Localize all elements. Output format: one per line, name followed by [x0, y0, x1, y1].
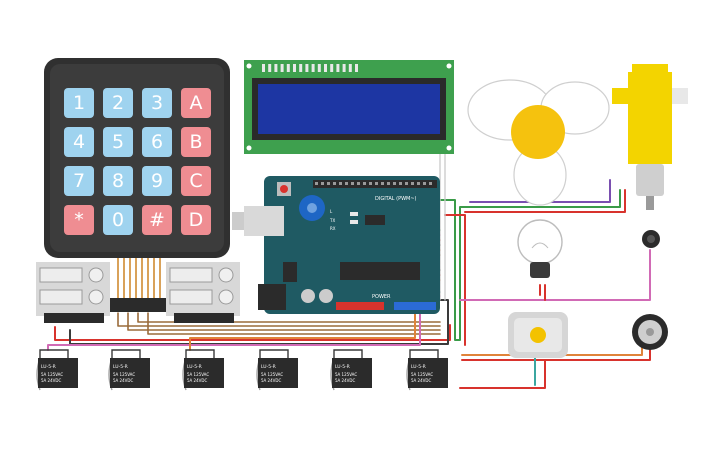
relay-rating-1: 5A 125VAC	[41, 372, 63, 377]
relay-rating-1: 5A 125VAC	[261, 372, 283, 377]
relay-rating-1: 5A 125VAC	[187, 372, 209, 377]
power-supply-right	[166, 262, 240, 323]
relay-rating-2: 5A 24VDC	[41, 378, 61, 383]
usb-port	[244, 206, 284, 236]
reset-button	[280, 185, 288, 193]
keypad-key-B: B	[181, 127, 211, 157]
keypad-key-label: B	[189, 131, 202, 153]
wire-pink-bulb	[459, 249, 651, 301]
lcd-display	[244, 60, 454, 154]
keypad-connector	[232, 212, 246, 230]
relay-model-label: LU-5-R	[113, 364, 128, 370]
keypad-key-5: 5	[103, 127, 133, 157]
tx-label: TX	[329, 218, 335, 223]
rx-label: RX	[330, 226, 336, 231]
atmega-chip	[340, 262, 420, 280]
keypad-key-label: 4	[73, 131, 85, 153]
dc-motor-shaft	[530, 327, 546, 343]
fan	[467, 79, 610, 206]
keypad-key-C: C	[181, 166, 211, 196]
keypad-key-label: *	[74, 209, 84, 231]
keypad-key-2: 2	[103, 88, 133, 118]
keypad-ribbon-header	[110, 298, 166, 312]
keypad-key-9: 9	[142, 166, 172, 196]
keypad-key-*: *	[64, 205, 94, 235]
relay-rating-2: 5A 24VDC	[113, 378, 133, 383]
keypad-key-#: #	[142, 205, 172, 235]
speaker	[632, 314, 668, 350]
keypad-key-1: 1	[64, 88, 94, 118]
relay-rating-2: 5A 24VDC	[335, 378, 355, 383]
keypad-key-A: A	[181, 88, 211, 118]
l-label: L	[330, 209, 333, 214]
power-label: POWER	[372, 294, 391, 300]
relay-rating-2: 5A 24VDC	[187, 378, 207, 383]
vibration-motor	[642, 230, 660, 248]
keypad-key-6: 6	[142, 127, 172, 157]
relay-model-label: LU-5-R	[335, 364, 350, 370]
power-jack	[258, 284, 286, 310]
relay-rating-1: 5A 125VAC	[335, 372, 357, 377]
relay-rating-1: 5A 125VAC	[411, 372, 433, 377]
wire-green-motor	[439, 189, 621, 341]
digital-label: DIGITAL (PWM~)	[375, 196, 417, 202]
relay-bus-red	[54, 324, 451, 341]
keypad-key-label: 5	[112, 131, 124, 153]
keypad-key-label: D	[189, 209, 204, 231]
fan-hub	[511, 105, 565, 159]
wire-red-speaker	[461, 349, 651, 361]
keypad-key-label: 6	[151, 131, 163, 153]
relay-model-label: LU-5-R	[411, 364, 426, 370]
keypad-key-D: D	[181, 205, 211, 235]
keypad-key-label: 9	[151, 170, 163, 192]
gear-motor	[612, 64, 688, 210]
keypad-key-label: 8	[112, 170, 124, 192]
relay-rating-2: 5A 24VDC	[261, 378, 281, 383]
keypad-key-label: C	[189, 170, 202, 192]
keypad-key-label: 0	[112, 209, 124, 231]
relay-model-label: LU-5-R	[187, 364, 202, 370]
keypad-key-7: 7	[64, 166, 94, 196]
keypad-key-label: A	[190, 92, 203, 114]
wire-purple-motor	[469, 179, 611, 203]
keypad-key-label: #	[149, 209, 165, 231]
dc-motor	[508, 312, 568, 358]
keypad-key-4: 4	[64, 127, 94, 157]
wire-red-motor	[444, 189, 626, 346]
relay-bus-pink	[47, 299, 421, 351]
light-bulb	[517, 219, 563, 278]
relay-model-label: LU-5-R	[41, 364, 56, 370]
power-supply-left	[36, 262, 110, 323]
keypad-bus	[117, 312, 441, 335]
keypad-key-label: 3	[151, 92, 163, 114]
keypad-key-label: 2	[112, 92, 124, 114]
wire-red-bulb	[539, 284, 546, 301]
keypad-key-label: 7	[73, 170, 85, 192]
relay-rating-1: 5A 125VAC	[113, 372, 135, 377]
keypad-key-3: 3	[142, 88, 172, 118]
keypad-key-0: 0	[103, 205, 133, 235]
keypad-ribbon	[117, 247, 161, 301]
relay-rating-2: 5A 24VDC	[411, 378, 431, 383]
arduino-board: DIGITAL (PWM~) TX RX L POWER	[244, 176, 440, 314]
lcd-pins	[262, 64, 358, 72]
relay-bus-orange	[189, 299, 416, 351]
relay-model-label: LU-5-R	[261, 364, 276, 370]
keypad: 1 2 3 A 4 5 6 B 7 8 9 C * 0 # D	[44, 58, 230, 258]
wire-red-dcmotor	[459, 359, 546, 389]
keypad-key-8: 8	[103, 166, 133, 196]
keypad-key-label: 1	[73, 92, 85, 114]
